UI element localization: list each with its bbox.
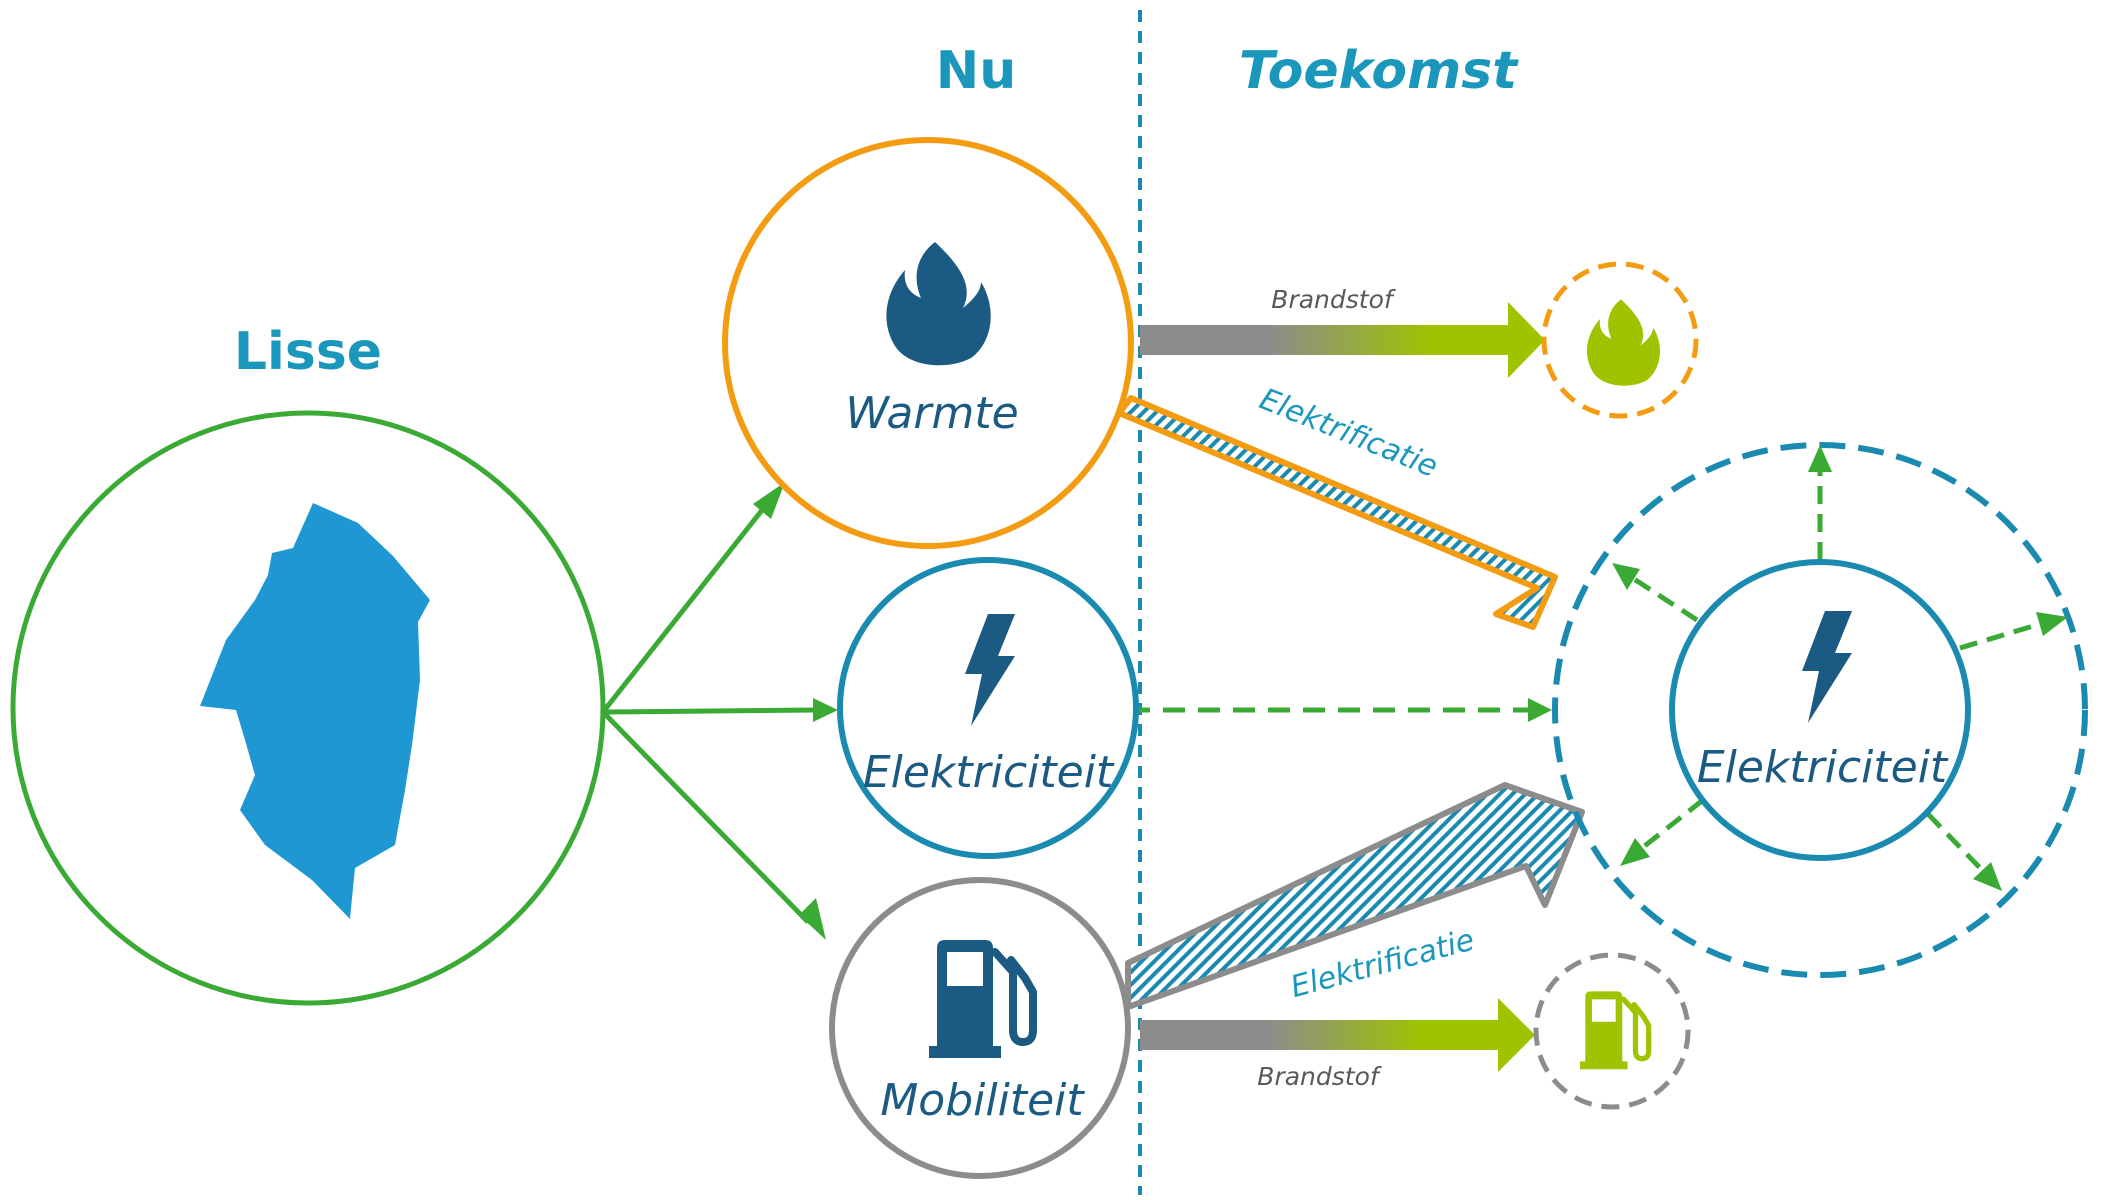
electricity-to-future-arrow: [1128, 698, 1552, 722]
header-future: Toekomst: [1239, 41, 1519, 101]
electricity-node-label: Elektriciteit: [863, 747, 1115, 798]
mobility-fuel-arrow: [1140, 998, 1535, 1072]
lisse-to-mobility-arrow: [601, 710, 826, 940]
lisse-to-electricity-arrow: [602, 698, 838, 722]
future-electricity-label: Elektriciteit: [1697, 742, 1949, 793]
header-now: Nu: [936, 41, 1017, 101]
radial-arrow-upper-right: [1959, 612, 2068, 651]
heat-node-label: Warmte: [845, 388, 1018, 439]
lisse-map-shape: [200, 503, 430, 920]
future-electricity-inner-circle: [1669, 559, 1971, 861]
radial-arrow-up: [1808, 445, 1832, 560]
mobility-fuel-label: Brandstof: [1257, 1062, 1382, 1091]
header-lisse: Lisse: [234, 322, 382, 382]
future-radial-arrows: [1612, 445, 2068, 891]
electricity-node-circle: [837, 557, 1139, 859]
lisse-to-heat-arrow: [601, 482, 785, 714]
radial-arrow-lower-left: [1620, 798, 1705, 866]
mobility-node-label: Mobiliteit: [880, 1075, 1085, 1126]
radial-arrow-lower-right: [1926, 812, 2002, 891]
radial-arrow-upper-left: [1612, 563, 1699, 623]
heat-fuel-arrow: [1140, 302, 1545, 378]
heat-fuel-label: Brandstof: [1271, 285, 1396, 314]
